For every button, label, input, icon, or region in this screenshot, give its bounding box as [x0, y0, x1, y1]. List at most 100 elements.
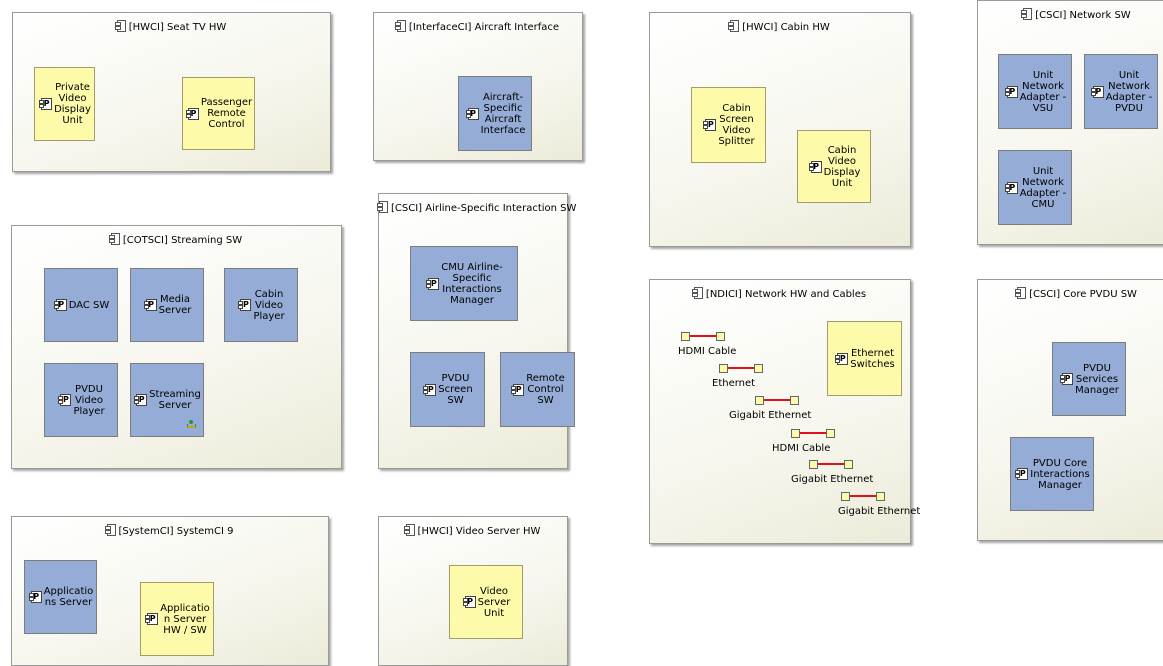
component-icon — [403, 524, 415, 536]
connector-ethernet[interactable]: Ethernet — [712, 364, 779, 392]
port-icon: P — [465, 107, 479, 120]
connector-gigabit-ethernet-3[interactable]: Gigabit Ethernet — [838, 492, 920, 520]
part-label: Video Server Unit — [477, 585, 511, 619]
connector-end — [681, 332, 690, 341]
cable-line — [800, 432, 826, 434]
port-icon: P — [238, 299, 252, 311]
port-icon: P — [53, 299, 67, 311]
part-label: Aircraft- Specific Aircraft Interface — [480, 91, 526, 136]
container-title: [InterfaceCI] Aircraft Interface — [408, 22, 560, 33]
connector-end — [719, 364, 728, 373]
connector-label: Gigabit Ethernet — [791, 474, 874, 485]
connector-hdmi-cable-2[interactable]: HDMI Cable — [772, 429, 851, 457]
component-icon — [114, 20, 126, 32]
port-icon: P — [28, 591, 42, 603]
part-label: Unit Network Adapter - PVDU — [1105, 69, 1153, 114]
part-label: Cabin Video Player — [253, 288, 285, 322]
container-airline-interaction-sw[interactable]: [CSCI] Airline-Specific Interaction SW P… — [377, 193, 576, 469]
connector-end — [809, 460, 818, 469]
connector-label: Gigabit Ethernet — [838, 506, 921, 517]
connector-end — [791, 429, 800, 438]
part-label: Applicatio n Server HW / SW — [160, 602, 210, 636]
container-title: [HWCI] Video Server HW — [417, 526, 541, 537]
part-label: Cabin Video Display Unit — [823, 144, 861, 189]
connector-end — [841, 492, 850, 501]
port-icon: P — [1004, 85, 1018, 98]
component-icon — [1015, 287, 1027, 299]
connector-end — [844, 460, 853, 469]
part-label: Streaming Server — [149, 389, 201, 411]
connector-end — [755, 396, 764, 405]
component-icon — [108, 233, 120, 245]
component-icon — [104, 524, 116, 536]
part-label: Ethernet Switches — [850, 347, 895, 370]
part-label: Private Video Display Unit — [54, 82, 91, 126]
container-network-hw-cables[interactable]: [NDICI] Network HW and Cables HDMI Cable… — [649, 279, 920, 544]
actor-icon — [187, 420, 196, 428]
part-label: Unit Network Adapter - CMU — [1019, 165, 1067, 210]
connector-hdmi-cable[interactable]: HDMI Cable — [678, 332, 741, 360]
part-label: PVDU Core Interactions Manager — [1030, 457, 1090, 491]
connector-label: HDMI Cable — [678, 346, 737, 357]
container-title: [SystemCI] SystemCI 9 — [118, 526, 234, 537]
container-title: [HWCI] Seat TV HW — [128, 22, 227, 33]
cable-line — [818, 463, 844, 465]
port-icon: P — [462, 596, 476, 608]
part-label: Cabin Screen Video Splitter — [718, 103, 755, 147]
cable-line — [850, 495, 876, 497]
port-icon: P — [145, 613, 159, 625]
part-label: Unit Network Adapter - VSU — [1019, 69, 1067, 114]
port-icon: P — [1015, 468, 1029, 480]
connector-end — [826, 429, 835, 438]
part-label: Media Server — [158, 294, 192, 316]
container-title: [COTSCI] Streaming SW — [122, 235, 243, 246]
connector-end — [754, 364, 763, 373]
connector-gigabit-ethernet-2[interactable]: Gigabit Ethernet — [791, 460, 873, 488]
part-label: PVDU Video Player — [73, 383, 105, 417]
container-title: [NDICI] Network HW and Cables — [705, 289, 867, 300]
part-label: PVDU Services Manager — [1075, 362, 1119, 396]
container-title: [CSCI] Core PVDU SW — [1029, 289, 1137, 300]
cable-line — [764, 399, 790, 401]
component-icon — [691, 287, 703, 299]
port-icon: P — [835, 352, 849, 365]
connector-label: Gigabit Ethernet — [729, 410, 812, 421]
cable-line — [690, 335, 716, 337]
port-icon: P — [426, 277, 440, 290]
port-icon: P — [39, 98, 53, 110]
connector-end — [716, 332, 725, 341]
part-label: Applicatio ns Server — [43, 586, 94, 608]
port-icon: P — [185, 107, 199, 120]
connector-gigabit-ethernet-1[interactable]: Gigabit Ethernet — [729, 396, 815, 424]
